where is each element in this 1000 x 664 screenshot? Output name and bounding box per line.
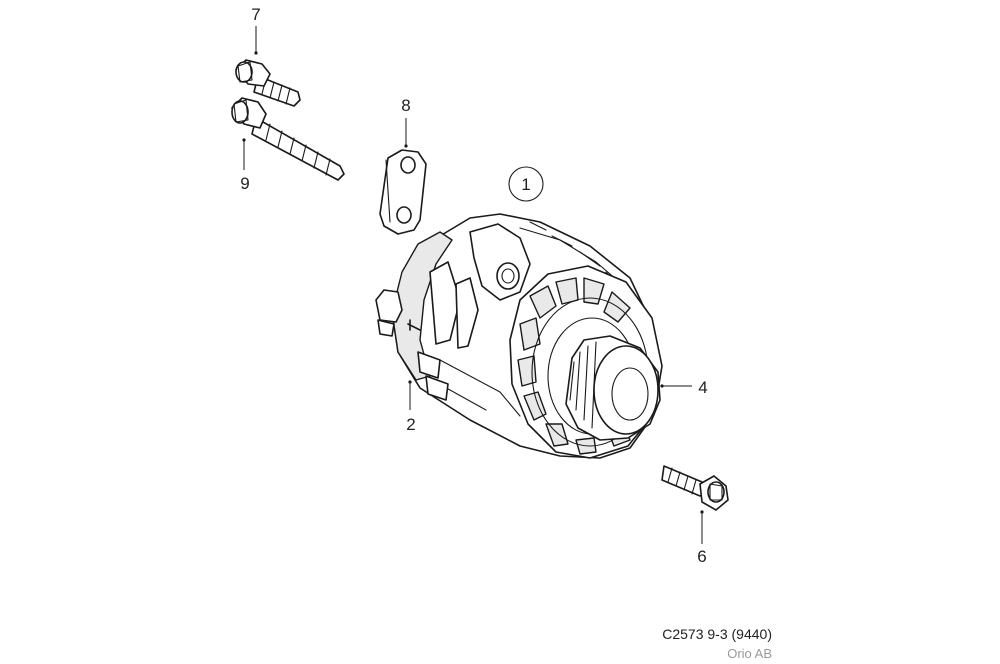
callout-8: 8 xyxy=(401,96,410,115)
drawing-code: C2573 9-3 (9440) xyxy=(662,626,772,642)
publisher-label: Orio AB xyxy=(727,646,772,661)
leader-2-dot xyxy=(408,380,412,384)
callout-6: 6 xyxy=(697,547,706,566)
callout-4: 4 xyxy=(698,378,707,397)
leader-6-dot xyxy=(700,510,704,514)
bracket-8 xyxy=(379,149,427,235)
callout-2: 2 xyxy=(406,415,415,434)
callout-9: 9 xyxy=(240,174,249,193)
leader-7-dot xyxy=(254,51,258,55)
leader-4-dot xyxy=(660,384,664,388)
callout-7: 7 xyxy=(251,5,260,24)
leader-8-dot xyxy=(404,144,408,148)
bolt-9 xyxy=(231,97,345,181)
leader-lines xyxy=(242,26,704,544)
callout-1: 1 xyxy=(521,175,530,194)
alternator-assembly xyxy=(375,213,663,459)
bolt-6 xyxy=(661,465,729,511)
bolt-7 xyxy=(235,59,301,107)
callout-1-circle xyxy=(508,166,544,202)
leader-9-dot xyxy=(242,138,246,142)
